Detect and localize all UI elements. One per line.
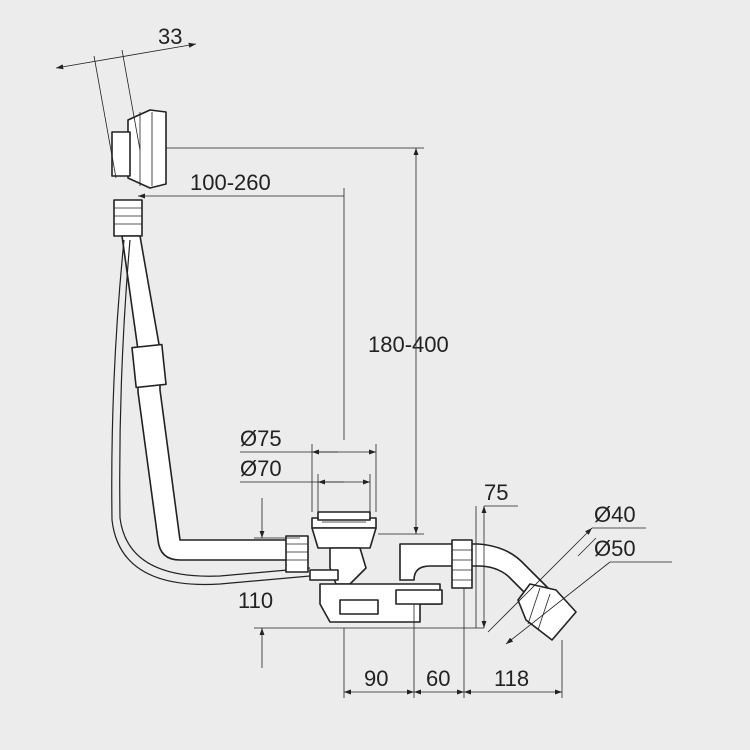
dim-diameter-40: Ø40 <box>594 502 636 527</box>
dim-diameter-75: Ø75 <box>240 426 282 451</box>
dim-118: 118 <box>494 666 529 691</box>
dimension-labels: 33 100-260 180-400 Ø75 Ø70 110 75 Ø40 Ø5… <box>158 24 636 691</box>
dim-diameter-50: Ø50 <box>594 536 636 561</box>
overflow-assembly <box>111 109 167 237</box>
dim-33: 33 <box>158 24 182 49</box>
dim-diameter-70: Ø70 <box>240 456 282 481</box>
dim-60: 60 <box>426 666 450 691</box>
dimension-lines <box>55 42 672 698</box>
dim-110: 110 <box>238 588 273 613</box>
drain-assembly <box>285 511 443 623</box>
dim-90: 90 <box>364 666 388 691</box>
dim-100-260: 100-260 <box>190 170 271 195</box>
overflow-pipe <box>111 235 311 586</box>
dim-75: 75 <box>484 480 508 505</box>
dim-180-400: 180-400 <box>368 332 449 357</box>
